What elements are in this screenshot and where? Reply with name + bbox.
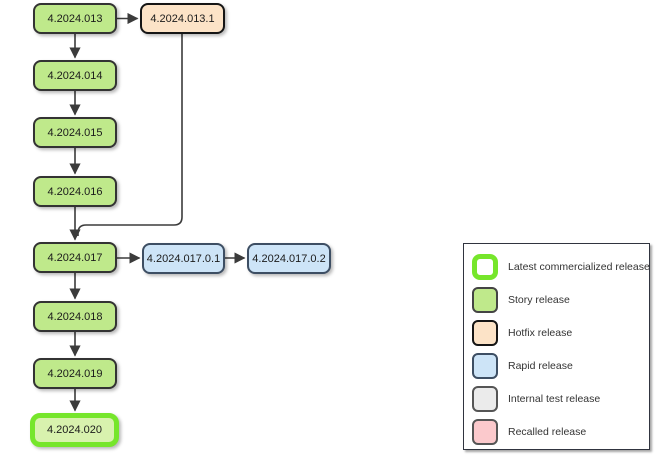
legend-label: Latest commercialized release: [508, 260, 650, 273]
node-4-2024-016: 4.2024.016: [33, 176, 117, 207]
legend-label: Rapid release: [508, 359, 573, 372]
node-4-2024-018: 4.2024.018: [33, 301, 117, 332]
legend-item-internal: Internal test release: [472, 382, 649, 415]
legend-label: Recalled release: [508, 425, 587, 438]
node-4-2024-019: 4.2024.019: [33, 358, 117, 389]
legend-item-hotfix: Hotfix release: [472, 316, 649, 349]
story-release-swatch: [472, 286, 498, 313]
recalled-release-swatch: [472, 418, 498, 445]
edge-013-1-to-017: [77, 33, 183, 236]
rapid-release-swatch: [472, 352, 498, 379]
legend-label: Hotfix release: [508, 326, 573, 339]
node-4-2024-017: 4.2024.017: [33, 242, 117, 273]
legend-item-rapid: Rapid release: [472, 349, 649, 382]
legend-label: Internal test release: [508, 392, 601, 405]
node-4-2024-014: 4.2024.014: [33, 60, 117, 91]
node-4-2024-017-0-2: 4.2024.017.0.2: [247, 243, 331, 274]
node-4-2024-013: 4.2024.013: [33, 3, 117, 34]
legend-label: Story release: [508, 293, 570, 306]
legend-item-recalled: Recalled release: [472, 415, 649, 448]
legend-item-latest: Latest commercialized release: [472, 250, 650, 283]
latest-release-swatch: [472, 253, 498, 280]
legend-item-story: Story release: [472, 283, 649, 316]
legend: Latest commercialized release Story rele…: [463, 243, 650, 450]
node-4-2024-015: 4.2024.015: [33, 117, 117, 148]
node-4-2024-020: 4.2024.020: [30, 413, 119, 447]
node-4-2024-013-1: 4.2024.013.1: [140, 3, 225, 34]
node-4-2024-017-0-1: 4.2024.017.0.1: [142, 243, 225, 274]
hotfix-release-swatch: [472, 319, 498, 346]
internal-test-release-swatch: [472, 385, 498, 412]
